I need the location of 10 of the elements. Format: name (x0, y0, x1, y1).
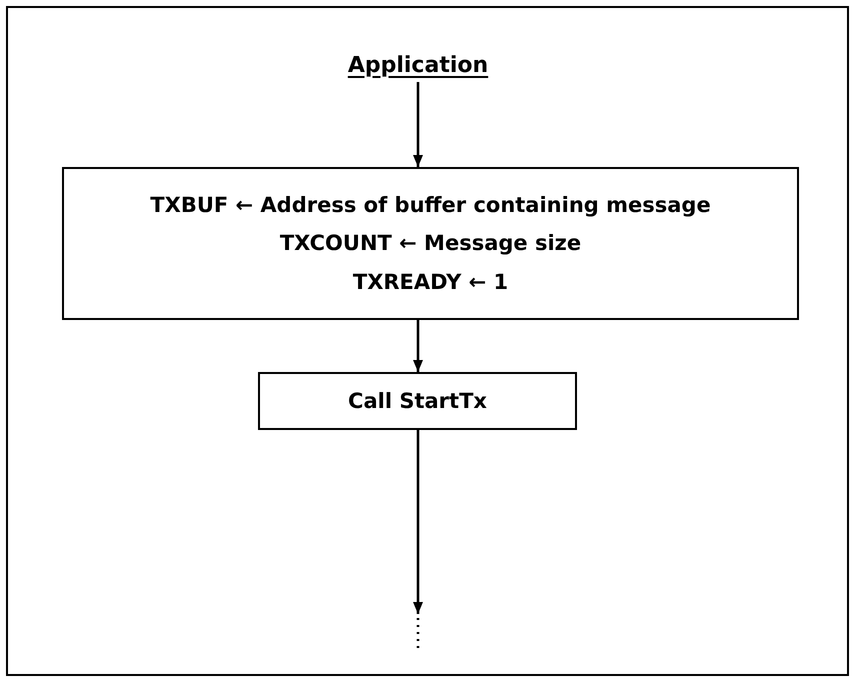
process-text: TXREADY ← 1 (352, 268, 508, 295)
process-text: TXCOUNT ← Message size (280, 230, 582, 257)
arrow (413, 430, 423, 614)
arrow (413, 320, 423, 372)
process-box (62, 167, 799, 320)
process-text: Call StartTx (348, 388, 487, 414)
arrow (413, 82, 423, 167)
process-text: TXBUF ← Address of buffer containing message (150, 192, 711, 218)
heading-text: Application (348, 52, 488, 80)
process-box (258, 372, 577, 430)
